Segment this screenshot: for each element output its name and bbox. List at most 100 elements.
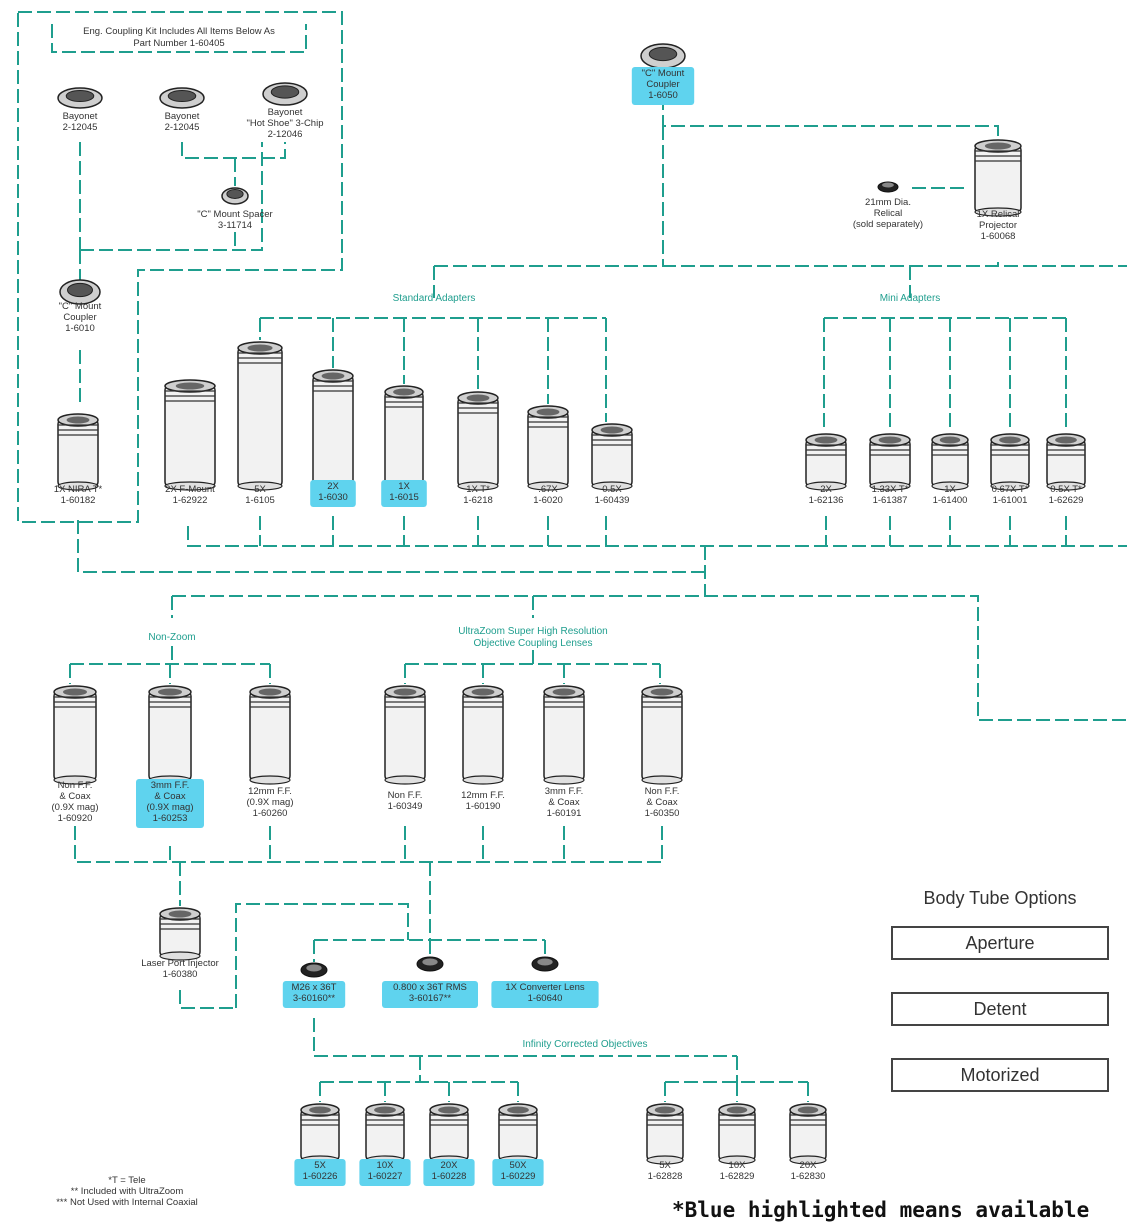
part-label: 1-6218 (463, 495, 493, 506)
tube-opening-icon (650, 688, 674, 696)
tube-opening-icon (393, 688, 417, 696)
tube-opening-icon (471, 688, 495, 696)
part-label: 1-60226 (303, 1171, 338, 1182)
part-label: .67X (538, 484, 558, 495)
part-label: 1-6010 (65, 323, 95, 334)
availability-highlight (381, 480, 427, 507)
lens-tube-icon (384, 691, 426, 781)
part-label: 1-60349 (388, 801, 423, 812)
tube-bottom-icon (869, 481, 911, 491)
component-io5: 5X1-62828 (646, 1103, 684, 1182)
part-label: (0.9X mag) (247, 797, 294, 808)
part-label: 1X Relical (977, 209, 1020, 220)
part-label: 1-6015 (389, 492, 419, 503)
tube-bottom-icon (990, 481, 1030, 491)
ring-opening-icon (67, 282, 93, 298)
tube-bottom-icon (237, 481, 283, 491)
lens-tube-icon (384, 391, 424, 487)
component-sa5: 1X T*1-6218 (457, 391, 499, 506)
part-label: 1X T* (466, 484, 490, 495)
part-label: 1-62828 (648, 1171, 683, 1182)
part-label: 1-60229 (501, 1171, 536, 1182)
tube-opening-icon (552, 688, 576, 696)
lens-tube-icon (249, 691, 291, 781)
part-label: 5X (314, 1160, 326, 1171)
part-label: 10X (729, 1160, 747, 1171)
part-label: 3-60160** (293, 993, 336, 1004)
part-label: Bayonet (165, 111, 200, 122)
tube-bottom-icon (931, 481, 969, 491)
availability-highlight (294, 1159, 346, 1186)
lens-tube-icon (789, 1109, 827, 1161)
tube-opening-icon (507, 1106, 529, 1114)
tube-opening-icon (438, 1106, 460, 1114)
availability-highlight (382, 981, 478, 1008)
part-label: 1-60920 (58, 813, 93, 824)
part-label: 0.800 x 36T RMS (393, 982, 467, 993)
availability-highlight (631, 67, 695, 105)
part-label: 1-60640 (528, 993, 563, 1004)
lens-tube-icon (1046, 439, 1086, 487)
part-label: "C" Mount Spacer (197, 209, 272, 220)
section-title-non-zoom: Non-Zoom (148, 632, 195, 643)
part-label: 3-60167** (409, 993, 452, 1004)
body-tube-title: Body Tube Options (923, 888, 1077, 908)
lens-tube-icon (591, 429, 633, 487)
detent-option[interactable]: Detent (891, 992, 1109, 1026)
section-title-infinity: Infinity Corrected Objectives (522, 1039, 647, 1050)
lens-tube-icon (312, 375, 354, 487)
part-label: 1X Converter Lens (505, 982, 584, 993)
part-label: & Coax (548, 797, 579, 808)
tube-bottom-icon (249, 775, 291, 785)
availability-highlight (359, 1159, 411, 1186)
aperture-option[interactable]: Aperture (891, 926, 1109, 960)
part-label: 1-6020 (533, 495, 563, 506)
tube-bottom-icon (164, 481, 216, 491)
component-nz1: Non F.F.& Coax(0.9X mag)1-60920 (52, 685, 99, 824)
legend-line: ** Included with UltraZoom (71, 1186, 184, 1197)
part-label: 2X (820, 484, 832, 495)
lens-highlight-icon (306, 964, 322, 972)
ring-opening-icon (226, 189, 244, 199)
component-uz1: Non F.F.1-60349 (384, 685, 426, 812)
component-relical: 21mm Dia.Relical(sold separately) (853, 181, 923, 230)
kit-header-line: Part Number 1-60405 (133, 38, 224, 49)
part-label: 1X NIRA T* (54, 484, 103, 495)
component-sa4: 1X1-6015 (381, 385, 427, 507)
part-label: 1-60068 (981, 231, 1016, 242)
part-label: 1-60260 (253, 808, 288, 819)
part-label: 21mm Dia. (865, 197, 911, 208)
component-sa2: 5X1-6105 (237, 341, 283, 506)
part-label: 1-60253 (153, 813, 188, 824)
tube-opening-icon (536, 408, 560, 416)
lens-tube-icon (805, 439, 847, 487)
ring-opening-icon (167, 89, 197, 103)
part-label: 1-6030 (318, 492, 348, 503)
part-label: 1-60228 (432, 1171, 467, 1182)
motorized-option[interactable]: Motorized (891, 1058, 1109, 1092)
tube-bottom-icon (527, 481, 569, 491)
tube-opening-icon (654, 1106, 676, 1114)
ring-opening-icon (648, 46, 678, 62)
lens-tube-icon (498, 1109, 538, 1161)
lens-tube-icon (931, 439, 969, 487)
lens-highlight-icon (882, 182, 894, 188)
lens-tube-icon (527, 411, 569, 487)
part-label: (0.9X mag) (52, 802, 99, 813)
component-ma1: 2X1-62136 (805, 433, 847, 506)
tube-opening-icon (984, 142, 1012, 150)
tube-bottom-icon (462, 775, 504, 785)
tube-opening-icon (466, 394, 490, 402)
lens-tube-icon (429, 1109, 469, 1161)
part-label: 12mm F.F. (248, 786, 292, 797)
component-nz3: 12mm F.F.(0.9X mag)1-60260 (247, 685, 294, 819)
section-title-mini-adapters: Mini Adapters (880, 293, 941, 304)
part-label: 1-60439 (595, 495, 630, 506)
